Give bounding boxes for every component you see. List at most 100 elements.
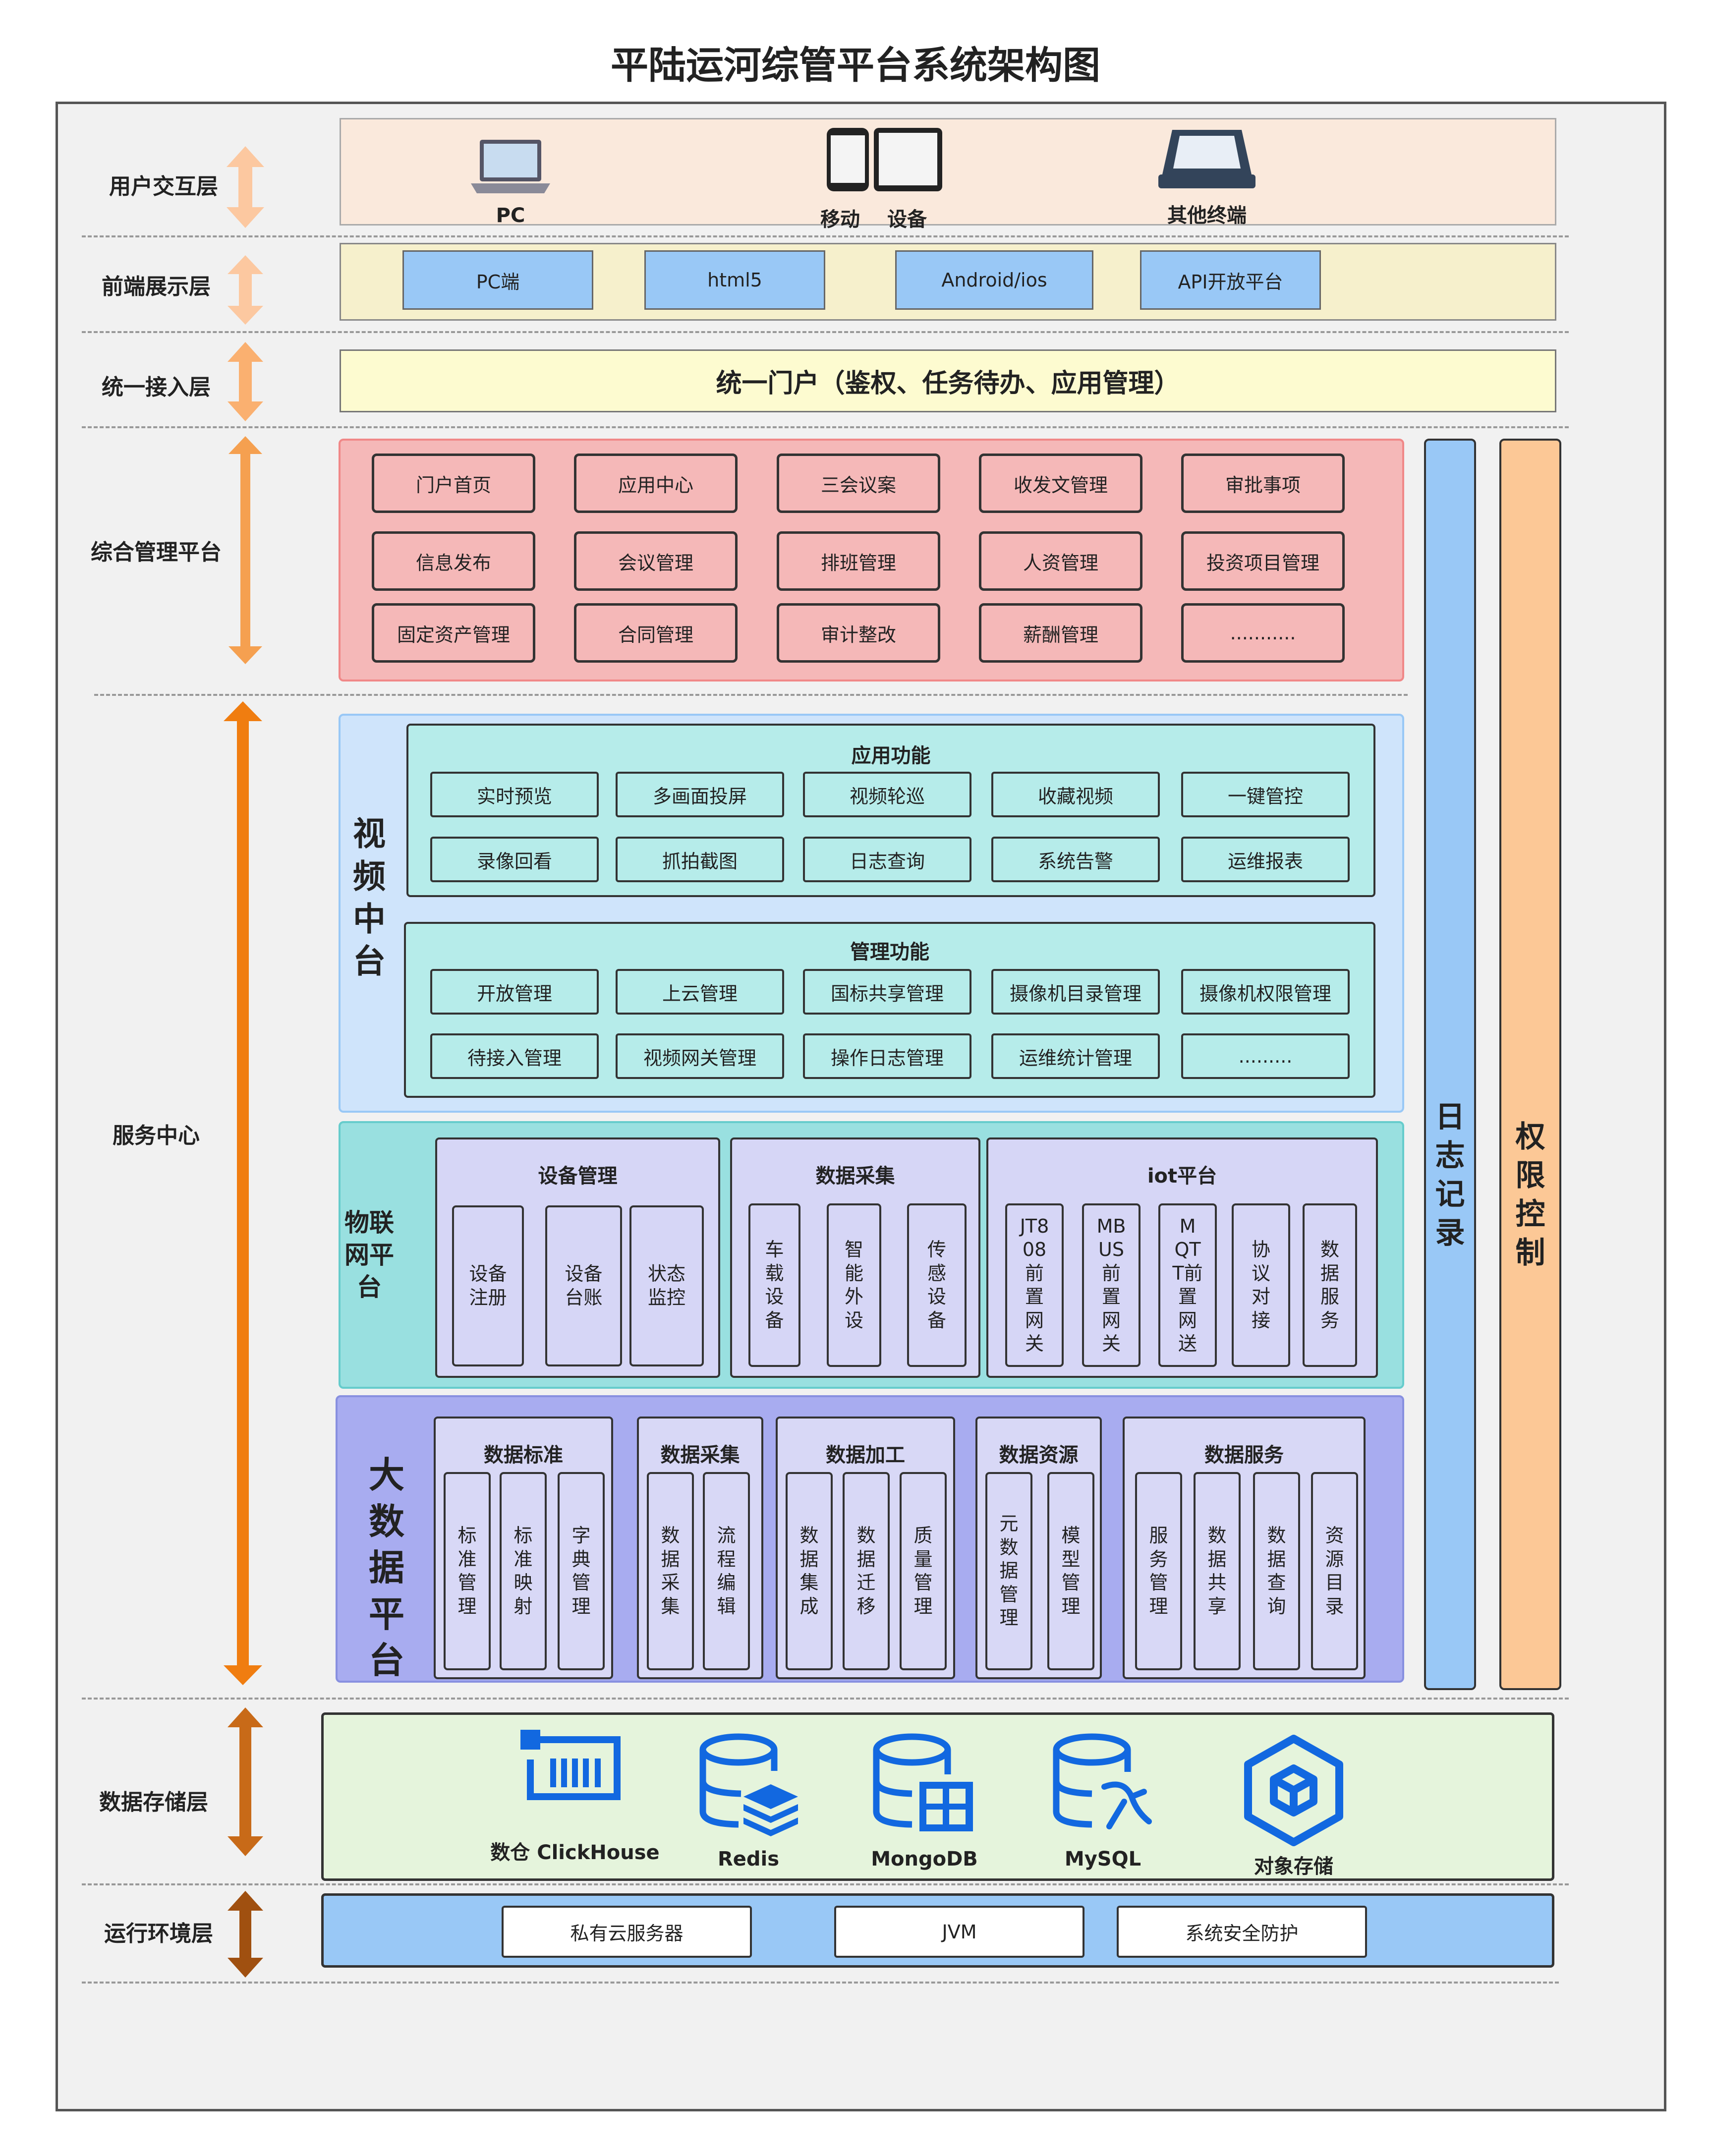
video-app-item: 运维报表 bbox=[1181, 837, 1350, 882]
video-app-item: 收藏视频 bbox=[991, 772, 1160, 817]
bigdata-group-title: 数据加工 bbox=[826, 1444, 905, 1467]
iot-item: 数据服务 bbox=[1303, 1203, 1357, 1367]
separator bbox=[82, 1982, 1559, 1984]
video-mgmt-item: 摄像机权限管理 bbox=[1181, 969, 1350, 1015]
layer-label-runtime: 运行环境层 bbox=[104, 1921, 213, 1946]
bigdata-item: 数据集成 bbox=[786, 1472, 833, 1670]
bigdata-item-char: 共 bbox=[1207, 1572, 1227, 1593]
device-pc-label: PC bbox=[496, 204, 525, 227]
iot-item: 智能外设 bbox=[827, 1203, 881, 1367]
video-platform-title: 视频中台 bbox=[353, 815, 386, 981]
iot-item: 车载设备 bbox=[748, 1203, 800, 1367]
iot-item-char: MB bbox=[1096, 1215, 1126, 1237]
mgmt-item: 排班管理 bbox=[777, 531, 940, 591]
object-storage-icon bbox=[1244, 1735, 1343, 1846]
iot-item-char: 前 bbox=[1025, 1262, 1044, 1284]
bigdata-item-char: 数 bbox=[1267, 1525, 1286, 1546]
unified-portal: 统一门户（鉴权、任务待办、应用管理） bbox=[340, 349, 1556, 412]
mongodb-icon bbox=[873, 1733, 973, 1831]
separator bbox=[82, 1698, 1569, 1700]
bigdata-item-char: 数 bbox=[856, 1525, 876, 1546]
bigdata-group-title: 数据资源 bbox=[999, 1444, 1079, 1467]
frontend-item: PC端 bbox=[402, 250, 593, 310]
mgmt-item: 门户首页 bbox=[372, 454, 535, 513]
bigdata-item-char: 务 bbox=[1149, 1548, 1168, 1570]
bigdata-item-char: 映 bbox=[513, 1572, 533, 1593]
mysql-icon bbox=[1053, 1733, 1152, 1829]
iot-item-char: 设 bbox=[927, 1286, 946, 1307]
iot-item-char: 08 bbox=[1022, 1239, 1047, 1260]
storage-item-label: MySQL bbox=[1064, 1848, 1141, 1871]
bigdata-item-char: 据 bbox=[856, 1548, 876, 1570]
bigdata-item-char: 标 bbox=[513, 1525, 533, 1546]
iot-item: 传感设备 bbox=[907, 1203, 967, 1367]
bigdata-item-char: 管 bbox=[571, 1572, 591, 1593]
storage-item-label: 数仓 ClickHouse bbox=[490, 1841, 660, 1864]
video-app-item: 抓拍截图 bbox=[616, 837, 784, 882]
runtime-item: JVM bbox=[834, 1906, 1084, 1958]
video-mgmt-title: 管理功能 bbox=[850, 941, 929, 964]
redis-icon bbox=[699, 1733, 798, 1836]
iot-item-char: 监控 bbox=[647, 1286, 685, 1308]
bigdata-item-char: 辑 bbox=[717, 1595, 736, 1617]
iot-item-char: 备 bbox=[927, 1309, 946, 1331]
bigdata-item-char: 量 bbox=[913, 1548, 933, 1570]
bigdata-item-char: 编 bbox=[717, 1572, 736, 1593]
permission-control-label: 权限控制 bbox=[1515, 1120, 1545, 1270]
double-arrow-icon bbox=[228, 342, 263, 421]
bigdata-item-char: 源 bbox=[1325, 1548, 1344, 1570]
iot-item-char: 传 bbox=[927, 1239, 946, 1260]
video-mgmt-item: 上云管理 bbox=[616, 969, 784, 1015]
iot-item-char: JT8 bbox=[1020, 1215, 1049, 1237]
mgmt-item: 审计整改 bbox=[777, 603, 940, 663]
iot-item-char: 议 bbox=[1251, 1262, 1270, 1284]
video-mgmt-item: 国标共享管理 bbox=[803, 969, 971, 1015]
layer-label-service: 服务中心 bbox=[113, 1123, 200, 1148]
bigdata-item-char: 管 bbox=[1149, 1572, 1168, 1593]
bigdata-item-char: 服 bbox=[1149, 1525, 1168, 1546]
bigdata-item-char: 迁 bbox=[856, 1572, 876, 1593]
iot-item-char: 状态 bbox=[647, 1263, 685, 1285]
double-arrow-icon bbox=[224, 701, 262, 1685]
bigdata-item-char: 元 bbox=[999, 1513, 1019, 1535]
iot-item-char: US bbox=[1098, 1239, 1124, 1260]
frontend-item: html5 bbox=[644, 250, 825, 310]
bigdata-item-char: 移 bbox=[856, 1595, 876, 1617]
device-device-label: 设备 bbox=[887, 208, 927, 231]
mgmt-item: 信息发布 bbox=[372, 531, 535, 591]
bigdata-item: 流程编辑 bbox=[703, 1472, 750, 1670]
iot-item-char: 关 bbox=[1025, 1333, 1044, 1355]
separator bbox=[82, 331, 1569, 333]
double-arrow-icon bbox=[228, 1891, 263, 1978]
bigdata-item: 字典管理 bbox=[558, 1472, 605, 1670]
iot-item-char: 据 bbox=[1320, 1262, 1339, 1284]
bigdata-item-char: 射 bbox=[513, 1595, 533, 1617]
bigdata-item-char: 成 bbox=[799, 1595, 819, 1617]
bigdata-item-char: 理 bbox=[999, 1607, 1019, 1629]
iot-platform-title: 物联网平台 bbox=[344, 1208, 394, 1302]
video-app-item: 日志查询 bbox=[803, 837, 971, 882]
bigdata-item-char: 数 bbox=[999, 1536, 1019, 1558]
bigdata-item-char: 程 bbox=[717, 1548, 736, 1570]
bigdata-item-char: 标 bbox=[457, 1525, 477, 1546]
separator bbox=[82, 235, 1569, 237]
separator bbox=[82, 426, 1569, 428]
iot-item: 设备注册 bbox=[452, 1205, 524, 1366]
runtime-item: 系统安全防护 bbox=[1117, 1906, 1367, 1958]
storage-item-label: 对象存储 bbox=[1254, 1855, 1333, 1878]
mgmt-item: ........... bbox=[1181, 603, 1345, 663]
iot-item-char: M bbox=[1179, 1215, 1196, 1237]
bigdata-item-char: 享 bbox=[1207, 1595, 1227, 1617]
bigdata-item-char: 据 bbox=[1267, 1548, 1286, 1570]
bigdata-item-char: 数 bbox=[1207, 1525, 1227, 1546]
separator bbox=[82, 1883, 1569, 1885]
bigdata-item-char: 管 bbox=[913, 1572, 933, 1593]
iot-group-title: 数据采集 bbox=[815, 1165, 895, 1188]
iot-item-char: 置 bbox=[1101, 1286, 1121, 1307]
runtime-item: 私有云服务器 bbox=[502, 1906, 752, 1958]
layer-label-frontend: 前端展示层 bbox=[102, 274, 211, 299]
iot-item-char: 置 bbox=[1025, 1286, 1044, 1307]
iot-group-title: 设备管理 bbox=[538, 1165, 618, 1188]
bigdata-item-char: 目 bbox=[1325, 1572, 1344, 1593]
bigdata-item-char: 数 bbox=[661, 1525, 680, 1546]
